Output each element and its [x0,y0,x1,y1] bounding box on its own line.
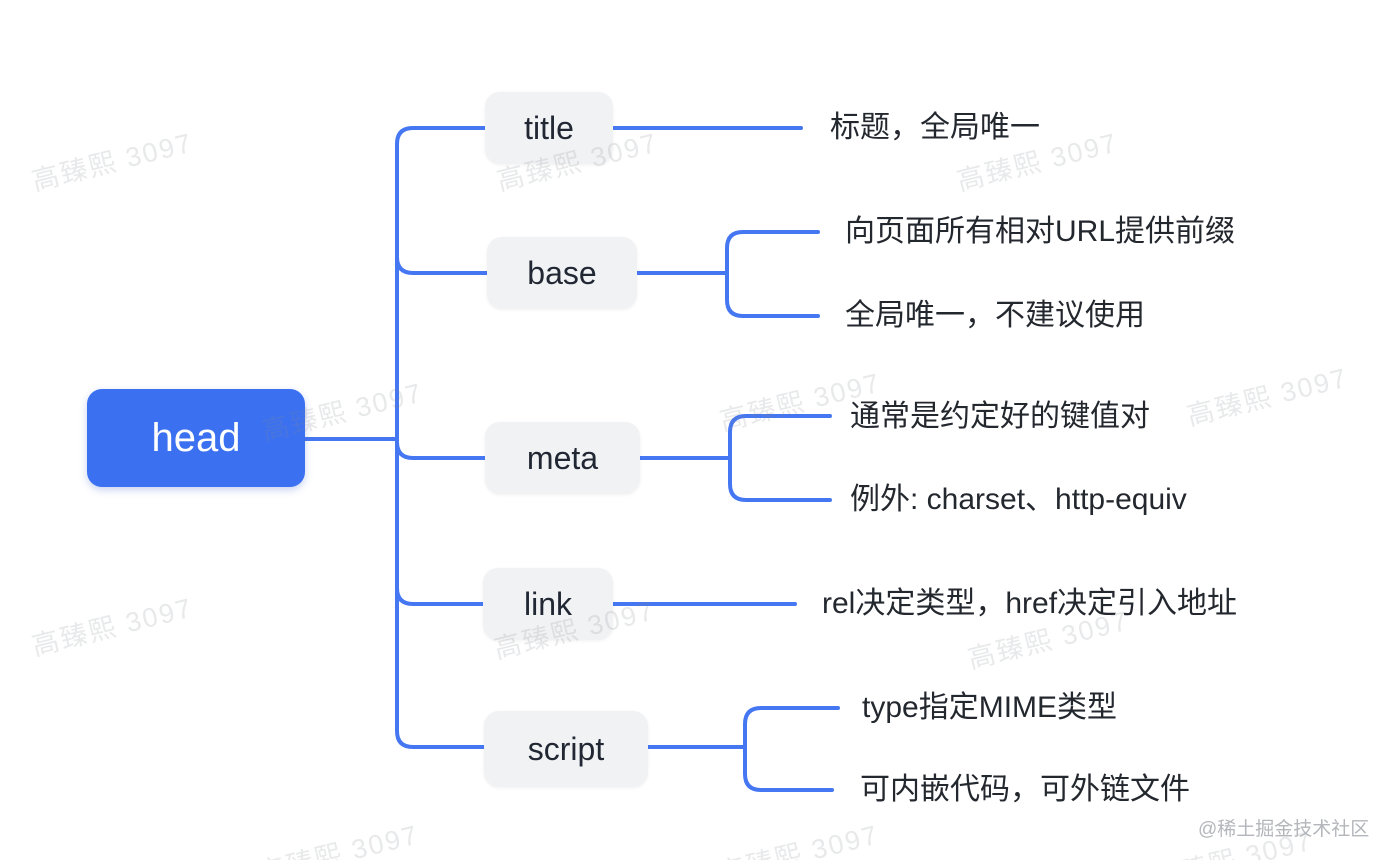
leaf-meta-2: 例外: charset、http-equiv [850,483,1187,516]
node-base-label: base [527,254,597,291]
connector-base [395,255,489,275]
connector-base-leaf1 [725,230,820,275]
connector-meta [395,440,487,460]
node-head: head [87,389,305,487]
leaf-base-1: 向页面所有相对URL提供前缀 [845,215,1236,248]
connector-trunk [395,126,487,749]
node-meta-label: meta [526,439,599,476]
node-title-label: title [524,109,574,146]
node-link-label: link [523,585,572,622]
leaf-link-1: rel决定类型，href决定引入地址 [822,587,1238,620]
leaf-meta-1: 通常是约定好的键值对 [850,400,1150,433]
leaf-base-2: 全局唯一，不建议使用 [845,299,1145,332]
connector-script-leaf2 [743,745,834,792]
node-head-label: head [151,415,241,460]
connector-meta-leaf1 [728,414,832,460]
leaf-title-1: 标题，全局唯一 [830,111,1040,144]
leaf-script-2: 可内嵌代码，可外链文件 [860,773,1190,806]
connector-base-leaf2 [725,271,820,318]
leaf-script-1: type指定MIME类型 [862,691,1118,724]
connector-link [395,586,485,606]
node-link: link [483,568,613,640]
node-title: title [485,92,613,164]
node-meta: meta [485,422,640,494]
node-script: script [484,711,648,787]
node-script-label: script [527,730,605,767]
community-credit: @稀土掘金技术社区 [1198,819,1370,840]
connector-meta-leaf2 [728,456,832,502]
node-base: base [487,237,637,309]
connector-script-leaf1 [743,706,840,749]
